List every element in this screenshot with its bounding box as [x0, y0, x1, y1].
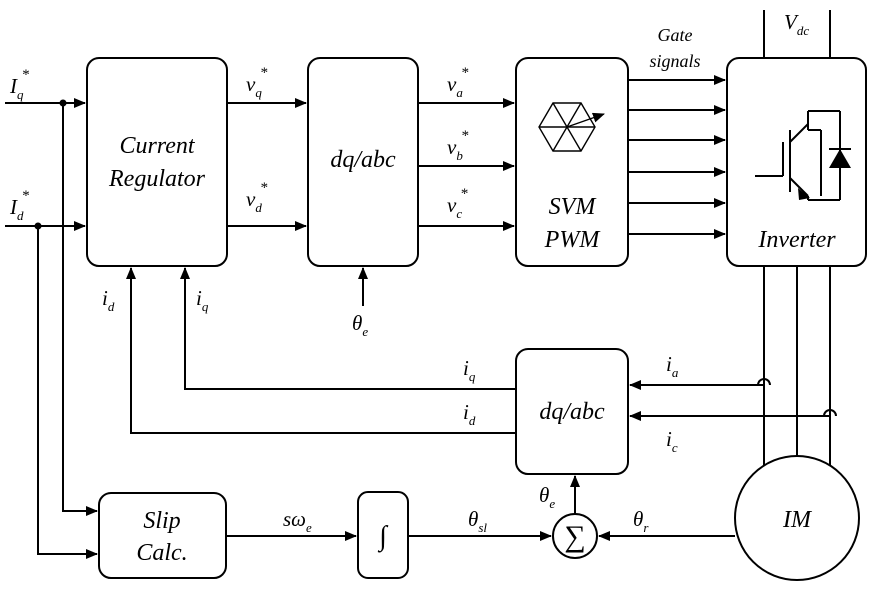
ia-label: ia	[666, 352, 679, 380]
motor-label: IM	[782, 507, 813, 533]
theta-e-bottom-label: θe	[539, 483, 555, 511]
inverter-label: Inverter	[757, 227, 836, 253]
slip-label: Slip	[143, 508, 180, 534]
current-regulator-label-1: Current	[119, 133, 195, 159]
svm-pwm-block: SVM PWM	[515, 57, 629, 267]
dq-abc-top-block: dq/abc	[307, 57, 419, 267]
svg-text:Current: Current	[119, 133, 195, 159]
sigma-sign: ∑	[564, 520, 585, 553]
gate-label-1: Gate	[658, 25, 693, 45]
igbt-switch-icon	[755, 110, 851, 201]
theta-r-label: θr	[633, 507, 649, 535]
id-ref-label: Id*	[9, 188, 30, 223]
id-feedback-label: id	[102, 286, 115, 314]
svg-text:Slip: Slip	[143, 508, 180, 534]
dq-abc-top-label: dq/abc	[330, 147, 396, 173]
va-ref-label: va*	[447, 65, 469, 100]
vc-ref-label: vc*	[447, 186, 468, 221]
svg-text:SVM: SVM	[549, 194, 598, 220]
svg-text:PWM: PWM	[544, 227, 602, 253]
vq-ref-label: vq*	[246, 65, 268, 100]
inverter-block: Inverter	[726, 57, 867, 267]
induction-motor: IM	[734, 455, 860, 581]
ic-label: ic	[666, 427, 678, 455]
theta-e-top-label: θe	[352, 311, 368, 339]
signal-labels: Iq* Id* vq* vd* va* vb* vc* θe id iq iq …	[9, 10, 809, 535]
theta-sl-label: θsl	[468, 507, 487, 535]
slip-calc-block: Slip Calc.	[98, 492, 227, 579]
iq-feedback-label: iq	[196, 286, 209, 314]
current-regulator-block: Current Regulator	[86, 57, 228, 267]
svg-text:Calc.: Calc.	[136, 540, 187, 566]
summing-junction: ∑	[552, 513, 598, 559]
wires	[5, 10, 837, 559]
svg-text:Regulator: Regulator	[108, 166, 206, 192]
pwm-label: PWM	[544, 227, 602, 253]
dq-abc-bottom-block: dq/abc	[515, 348, 629, 475]
vd-ref-label: vd*	[246, 180, 268, 215]
integral-sign: ∫	[377, 521, 389, 553]
s-omega-e-label: sωe	[283, 507, 312, 535]
hexagon-icon	[538, 102, 605, 152]
vb-ref-label: vb*	[447, 128, 469, 163]
id-mid-label: id	[463, 400, 476, 428]
gate-label-2: signals	[649, 51, 700, 71]
svm-label: SVM	[549, 194, 598, 220]
calc-label: Calc.	[136, 540, 187, 566]
iq-ref-label: Iq*	[9, 67, 30, 102]
current-regulator-label-2: Regulator	[108, 166, 206, 192]
vdc-label: Vdc	[784, 10, 809, 38]
integrator-block: ∫	[357, 491, 409, 579]
iq-mid-label: iq	[463, 356, 476, 384]
dq-abc-bottom-label: dq/abc	[539, 399, 605, 425]
